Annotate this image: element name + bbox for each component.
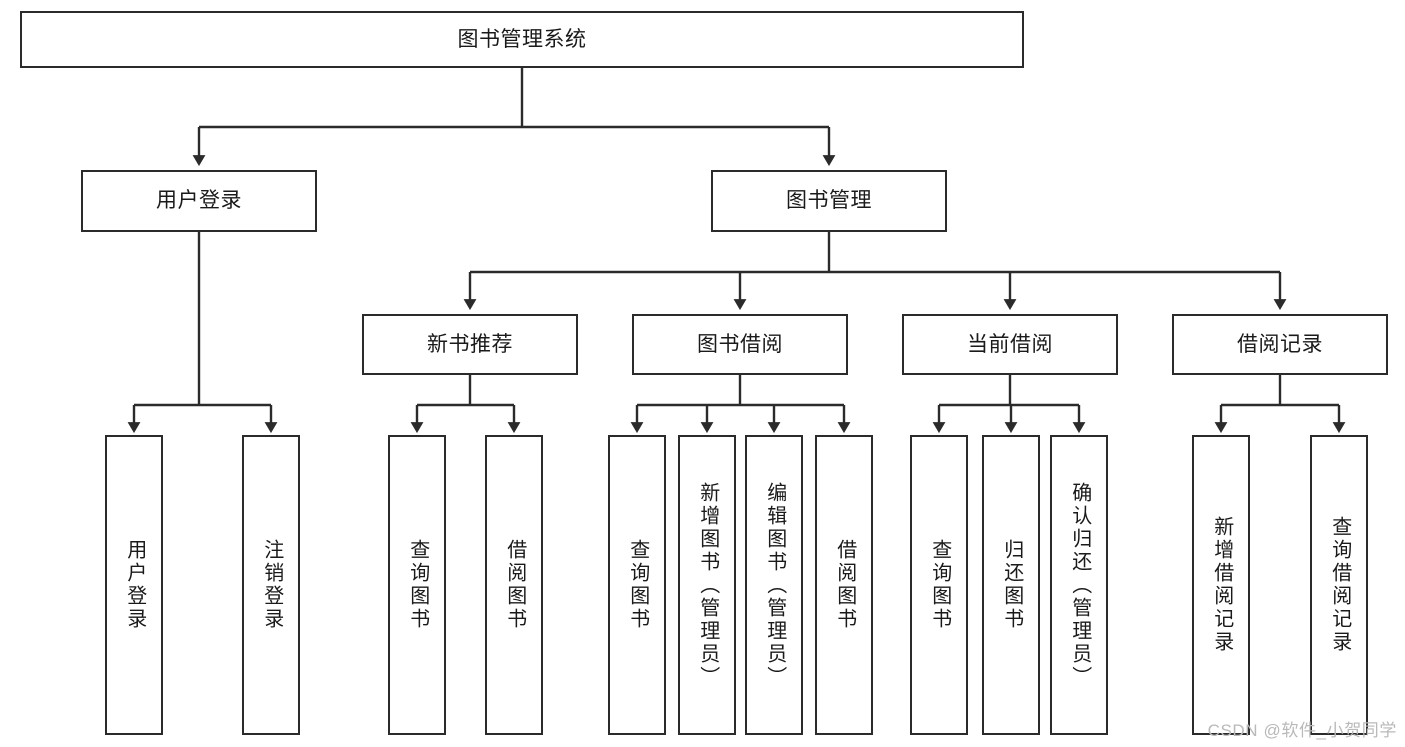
node-new-book-recommend-label: 新书推荐 — [427, 332, 513, 356]
node-book-borrow[interactable]: 图书借阅 — [632, 314, 848, 375]
node-leaf-query-book-2-label: 查询图书 — [626, 539, 649, 631]
node-leaf-user-logout[interactable]: 注销登录 — [242, 435, 300, 735]
node-leaf-query-book-2[interactable]: 查询图书 — [608, 435, 666, 735]
node-leaf-return-book[interactable]: 归还图书 — [982, 435, 1040, 735]
node-leaf-query-book-1[interactable]: 查询图书 — [388, 435, 446, 735]
node-current-borrow-label: 当前借阅 — [967, 332, 1053, 356]
node-leaf-add-borrow-record[interactable]: 新增借阅记录 — [1192, 435, 1250, 735]
node-root-label: 图书管理系统 — [457, 27, 587, 51]
node-leaf-add-borrow-record-label: 新增借阅记录 — [1210, 516, 1233, 654]
node-leaf-user-logout-label: 注销登录 — [260, 539, 283, 631]
node-borrow-record-label: 借阅记录 — [1237, 332, 1323, 356]
node-new-book-recommend[interactable]: 新书推荐 — [362, 314, 578, 375]
node-leaf-borrow-book-2[interactable]: 借阅图书 — [815, 435, 873, 735]
node-leaf-query-borrow-record[interactable]: 查询借阅记录 — [1310, 435, 1368, 735]
node-leaf-borrow-book-1-label: 借阅图书 — [503, 539, 526, 631]
node-current-borrow[interactable]: 当前借阅 — [902, 314, 1118, 375]
node-leaf-add-book-label: 新增图书（管理员） — [696, 481, 719, 689]
node-leaf-query-book-1-label: 查询图书 — [406, 539, 429, 631]
node-leaf-confirm-return-label: 确认归还（管理员） — [1068, 481, 1091, 689]
node-leaf-user-login[interactable]: 用户登录 — [105, 435, 163, 735]
node-leaf-add-book[interactable]: 新增图书（管理员） — [678, 435, 736, 735]
node-leaf-borrow-book-1[interactable]: 借阅图书 — [485, 435, 543, 735]
node-leaf-query-borrow-record-label: 查询借阅记录 — [1328, 516, 1351, 654]
csdn-watermark: CSDN @软件_小贺同学 — [1207, 721, 1397, 740]
node-root[interactable]: 图书管理系统 — [20, 11, 1024, 68]
node-leaf-confirm-return[interactable]: 确认归还（管理员） — [1050, 435, 1108, 735]
node-borrow-record[interactable]: 借阅记录 — [1172, 314, 1388, 375]
node-leaf-query-book-3[interactable]: 查询图书 — [910, 435, 968, 735]
node-leaf-edit-book-label: 编辑图书（管理员） — [763, 481, 786, 689]
node-leaf-query-book-3-label: 查询图书 — [928, 539, 951, 631]
node-leaf-borrow-book-2-label: 借阅图书 — [833, 539, 856, 631]
node-leaf-edit-book[interactable]: 编辑图书（管理员） — [745, 435, 803, 735]
node-user-login[interactable]: 用户登录 — [81, 170, 317, 232]
node-book-management[interactable]: 图书管理 — [711, 170, 947, 232]
node-leaf-return-book-label: 归还图书 — [1000, 539, 1023, 631]
node-leaf-user-login-label: 用户登录 — [123, 539, 146, 631]
node-book-borrow-label: 图书借阅 — [697, 332, 783, 356]
node-book-management-label: 图书管理 — [786, 189, 872, 213]
node-user-login-label: 用户登录 — [156, 189, 242, 213]
